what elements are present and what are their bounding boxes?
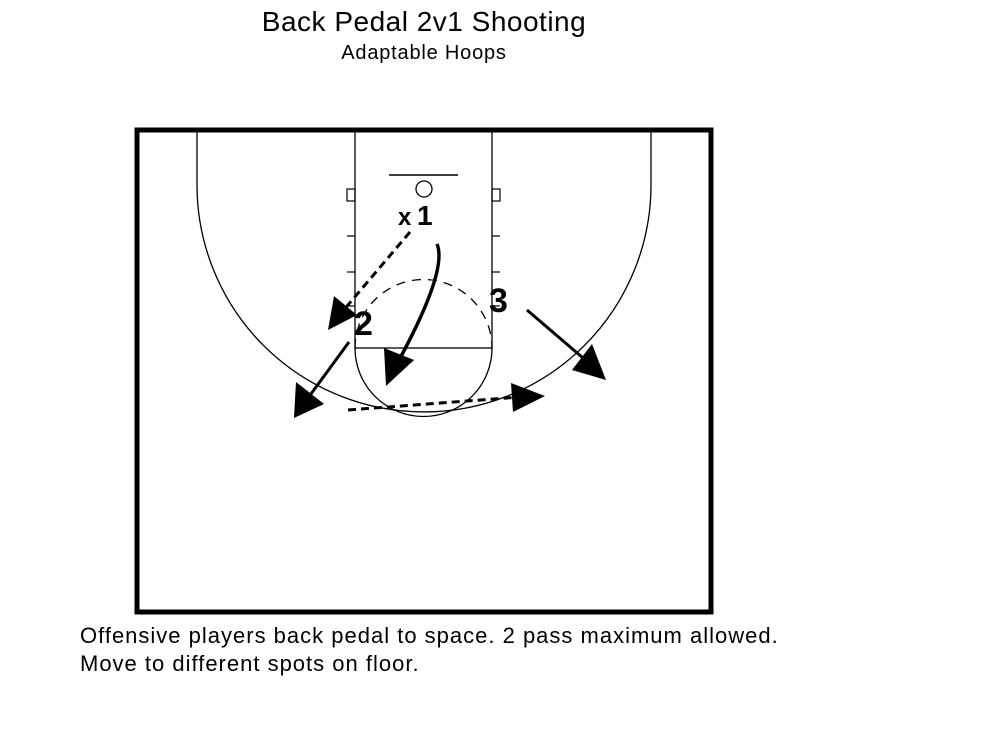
cut-1-line [396,243,441,363]
player-1-label: 1 [417,200,433,231]
cut-1-arrowhead [384,348,414,386]
player-2-label: 2 [354,305,373,343]
free-throw-circle-dashed [354,278,493,349]
move-2-line [306,341,351,399]
rim [415,180,433,198]
lane-marks [346,188,501,307]
pass-1-to-2-arrowhead [328,296,357,330]
diagram-title: Back Pedal 2v1 Shooting [261,6,587,37]
move-2-arrowhead [294,382,324,418]
free-throw-circle-solid [354,347,493,418]
three-point-line [196,130,652,413]
defender-label: x [398,204,412,231]
caption-line-2: Move to different spots on floor. [80,651,420,676]
pass-1-to-2-line [340,231,412,313]
caption-line-1: Offensive players back pedal to space. 2… [80,623,779,648]
player-3-label: 3 [489,282,508,320]
pass-2-to-3-line [347,395,521,412]
move-3-line [526,308,591,366]
move-3-arrowhead [572,344,606,380]
diagram-subtitle: Adaptable Hoops [341,42,507,64]
drill-description: Offensive players back pedal to space. 2… [80,622,780,678]
key-lane [354,129,493,349]
pass-2-to-3-arrowhead [511,383,545,412]
